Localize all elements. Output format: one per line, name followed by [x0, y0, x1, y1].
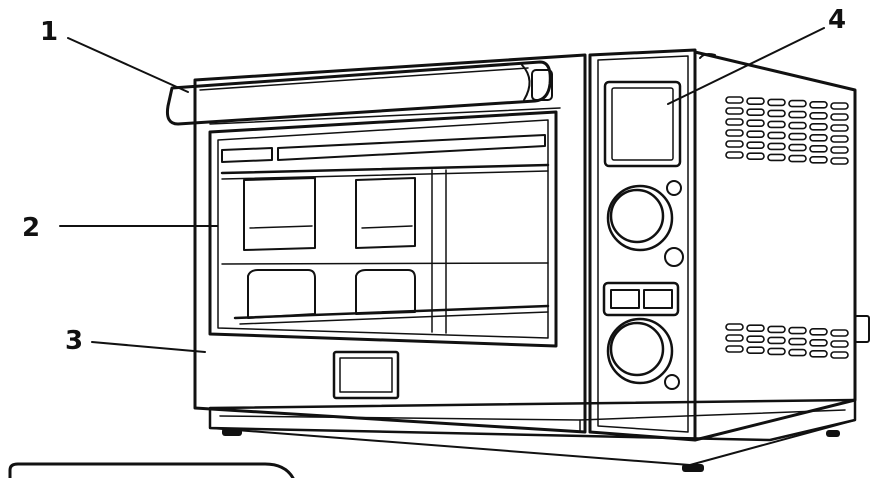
vent-slot [746, 119, 765, 127]
vent-slot [767, 109, 786, 118]
vent-slot [830, 135, 849, 143]
vent-slot [788, 99, 807, 108]
vent-slot [830, 340, 849, 348]
oven-front-body [193, 53, 587, 434]
vent-slot [788, 154, 807, 163]
display-screen [603, 80, 682, 168]
vent-slot [725, 96, 744, 104]
leader-line-3 [91, 341, 206, 353]
vent-slot [725, 345, 744, 353]
vent-slot [767, 131, 786, 140]
leader-line-1 [67, 37, 189, 93]
vent-slot [830, 113, 849, 121]
vent-slot [746, 130, 765, 138]
vent-slot [830, 351, 849, 359]
foot-right-front [682, 464, 704, 472]
vent-slot [767, 142, 786, 151]
vent-slot [788, 132, 807, 141]
vent-slot [788, 121, 807, 130]
vent-slots-top [725, 96, 849, 165]
leader-lines [59, 27, 825, 353]
vent-slot [788, 326, 807, 335]
vent-slot [767, 347, 786, 356]
side-latch [854, 315, 870, 343]
vent-slot [830, 329, 849, 337]
function-button-left[interactable] [610, 289, 640, 309]
vent-slot [788, 348, 807, 357]
vent-slot [767, 120, 786, 129]
vent-slot [830, 124, 849, 132]
vent-slot [809, 145, 828, 153]
top-knob[interactable] [606, 184, 674, 252]
handle-end-bracket [531, 69, 553, 101]
callout-4-label: 4 [828, 5, 846, 35]
function-button-right[interactable] [643, 289, 673, 309]
vent-slot [725, 107, 744, 115]
vent-slot [809, 327, 828, 336]
door-nameplate [332, 350, 400, 400]
vent-slot [767, 153, 786, 162]
middle-indicator-button[interactable] [664, 247, 684, 267]
oven-base [208, 398, 857, 472]
vent-slot [788, 337, 807, 346]
vent-slot [746, 335, 765, 344]
partial-label-box [8, 462, 295, 478]
vent-slot [830, 146, 849, 154]
vent-slot [725, 151, 744, 159]
function-button-pair [602, 281, 680, 317]
vent-slot [809, 156, 828, 164]
vent-slot [788, 110, 807, 119]
callout-1-label: 1 [40, 17, 58, 47]
bottom-knob[interactable] [606, 317, 674, 385]
callout-2-label: 2 [22, 213, 40, 243]
bottom-indicator-button[interactable] [664, 374, 680, 390]
vent-slot [830, 157, 849, 165]
control-panel [588, 48, 697, 442]
top-indicator-button[interactable] [666, 180, 682, 196]
vent-slot [830, 102, 849, 110]
vent-slot [746, 346, 765, 355]
foot-right-back [826, 430, 840, 437]
vent-slot [746, 108, 765, 116]
vent-slots-bottom [725, 323, 849, 359]
vent-slot [767, 336, 786, 345]
vent-slot [809, 349, 828, 358]
door-window [208, 110, 558, 348]
door-handle[interactable] [166, 60, 553, 126]
vent-slot [809, 112, 828, 120]
vent-slot [746, 152, 765, 160]
vent-slot [725, 323, 744, 331]
callout-3-label: 3 [65, 326, 83, 356]
vent-slot [725, 140, 744, 148]
vent-slot [725, 334, 744, 342]
vent-slot [725, 118, 744, 126]
vent-slot [725, 129, 744, 137]
vent-slot [746, 141, 765, 149]
vent-slot [788, 143, 807, 152]
vent-slot [809, 134, 828, 142]
vent-slot [809, 338, 828, 347]
leader-line-4 [667, 27, 825, 105]
vent-slot [809, 101, 828, 109]
vent-slot [767, 98, 786, 107]
vent-slot [746, 97, 765, 105]
vent-slot [767, 325, 786, 334]
vent-slot [746, 324, 765, 333]
vent-slot [809, 123, 828, 131]
